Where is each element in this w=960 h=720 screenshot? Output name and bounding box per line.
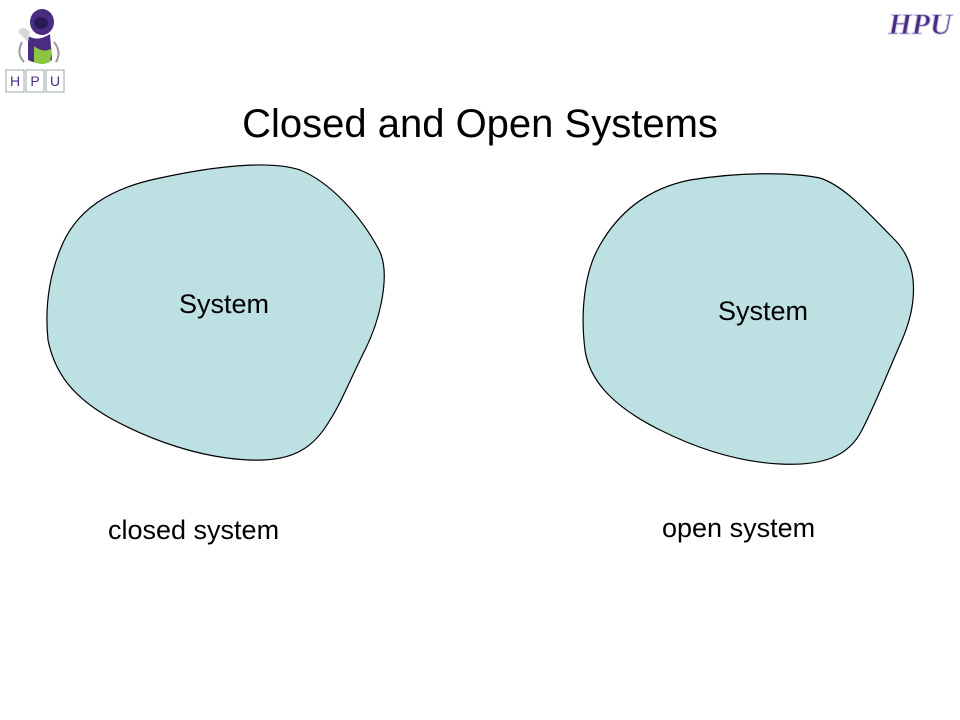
open-system-blob <box>582 173 914 465</box>
system-label-open: System <box>718 296 809 326</box>
hpu-mascot-logo: H P U <box>5 9 65 93</box>
caption-closed-system: closed system <box>108 515 280 545</box>
hpu-logo-text: HPU <box>887 8 953 41</box>
closed-system-blob <box>46 164 385 461</box>
logo-letter-h: H <box>10 73 20 89</box>
mascot-icon <box>18 9 60 64</box>
hpu-script-logo: HPU <box>887 8 954 42</box>
logo-letter-p: P <box>30 73 39 89</box>
slide-title: Closed and Open Systems <box>242 102 718 146</box>
system-label-closed: System <box>179 289 270 319</box>
caption-open-system: open system <box>662 513 816 543</box>
logo-letter-u: U <box>50 73 60 89</box>
hpu-letter-boxes: H P U <box>5 69 65 93</box>
